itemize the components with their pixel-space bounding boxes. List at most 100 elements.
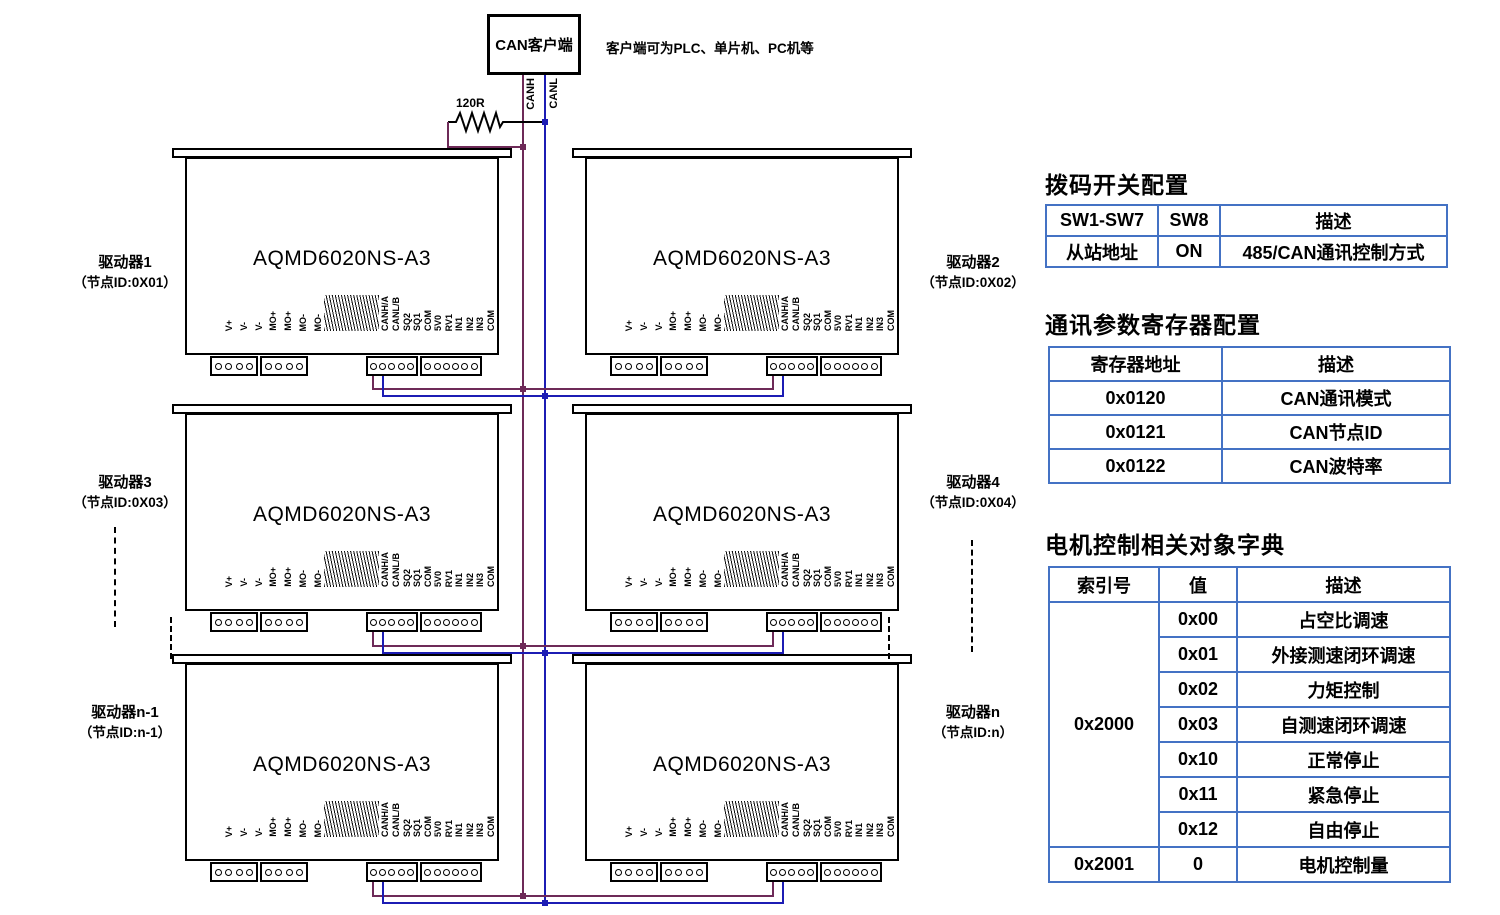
driver-model-label: AQMD6020NS-A3 bbox=[252, 247, 432, 270]
terminal-dot bbox=[452, 362, 460, 370]
driver-label-5: 驱动器n-1 （节点ID:n-1） bbox=[50, 703, 200, 742]
pin-label: V- bbox=[238, 578, 249, 587]
terminal-dot bbox=[215, 868, 223, 876]
terminal-block bbox=[610, 612, 658, 632]
terminal-dot bbox=[285, 618, 293, 626]
pin-label: V- bbox=[638, 828, 649, 837]
pin-label: IN3 bbox=[475, 822, 486, 837]
pin-label: SQ2 bbox=[401, 818, 412, 837]
terminal-dot bbox=[870, 618, 878, 626]
pin-label: CANH/A bbox=[380, 802, 390, 837]
terminal-dot bbox=[295, 868, 303, 876]
table-cell: 力矩控制 bbox=[1236, 671, 1451, 708]
terminal-dot bbox=[285, 362, 293, 370]
pin-label: COM bbox=[485, 310, 496, 331]
terminal-dot bbox=[265, 868, 273, 876]
terminal-dot bbox=[833, 868, 841, 876]
terminal-dot bbox=[388, 362, 396, 370]
pin-label: CANH/A bbox=[380, 296, 390, 331]
table-header-row: 索引号 值 描述 bbox=[1048, 566, 1451, 603]
junction-dot bbox=[520, 144, 526, 150]
driver-node-id: （节点ID:n） bbox=[932, 725, 1014, 740]
pin-label: MO- bbox=[712, 569, 723, 588]
continuation-dash bbox=[971, 540, 973, 652]
terminal-dot bbox=[295, 362, 303, 370]
terminal-dot bbox=[770, 868, 778, 876]
power-pin-labels: V+V-V-MO+MO+MO-MO- bbox=[624, 817, 723, 838]
terminal-dot bbox=[806, 868, 814, 876]
terminal-block bbox=[366, 862, 418, 882]
table-cell: 0x00 bbox=[1158, 601, 1238, 638]
pin-label: COM bbox=[423, 816, 433, 837]
pin-label: IN2 bbox=[864, 822, 875, 837]
terminal-block bbox=[366, 356, 418, 376]
terminal-dot bbox=[275, 362, 283, 370]
table-cell: 0x0120 bbox=[1048, 380, 1223, 416]
power-pin-labels: V+V-V-MO+MO+MO-MO- bbox=[624, 567, 723, 588]
terminal-dot bbox=[235, 618, 243, 626]
terminal-dot bbox=[797, 618, 805, 626]
pin-label: 5V0 bbox=[433, 314, 443, 331]
pin-label: IN1 bbox=[854, 316, 865, 331]
terminal-dot bbox=[245, 618, 253, 626]
can-client-box: CAN客户端 bbox=[487, 14, 581, 75]
table-cell-index: 0x2000 bbox=[1048, 601, 1160, 848]
pin-label: V- bbox=[253, 322, 264, 331]
terminal-dot bbox=[685, 618, 693, 626]
object-dictionary-table: 索引号 值 描述 0x2000 0x00 占空比调速 0x01 外接测速闭环调速… bbox=[1048, 566, 1451, 883]
table-cell: 从站地址 bbox=[1045, 235, 1159, 268]
terminal-dot bbox=[225, 868, 233, 876]
pin-label: SQ1 bbox=[812, 818, 823, 837]
terminal-dot bbox=[842, 618, 850, 626]
terminal-dot bbox=[275, 618, 283, 626]
terminal-dot bbox=[675, 868, 683, 876]
terminal-dot bbox=[424, 362, 432, 370]
terminal-dot bbox=[861, 868, 869, 876]
table-header: 索引号 bbox=[1048, 566, 1160, 603]
terminal-block bbox=[766, 612, 818, 632]
pin-label: COM bbox=[823, 310, 833, 331]
pin-label: MO+ bbox=[683, 311, 694, 331]
driver-label-2: 驱动器2 （节点ID:0X02） bbox=[898, 253, 1048, 292]
terminal-dot bbox=[225, 362, 233, 370]
junction-dot bbox=[542, 119, 548, 125]
pin-label: COM bbox=[885, 310, 896, 331]
pin-label: CANL/B bbox=[790, 297, 801, 331]
pin-label: 5V0 bbox=[833, 570, 843, 587]
power-pin-labels: V+V-V-MO+MO+MO-MO- bbox=[224, 817, 323, 837]
table-cell-index: 0x2001 bbox=[1048, 846, 1160, 883]
terminal-dot bbox=[645, 618, 653, 626]
terminal-block bbox=[766, 862, 818, 882]
terminal-dot bbox=[433, 618, 441, 626]
canl-branch-row3 bbox=[382, 882, 784, 904]
canh-bus-label: CANH bbox=[525, 78, 537, 110]
pin-label: COM bbox=[823, 566, 833, 587]
pin-label: V+ bbox=[224, 575, 234, 587]
table-header: 描述 bbox=[1221, 346, 1451, 382]
terminal-dot bbox=[788, 618, 796, 626]
terminal-dot bbox=[861, 618, 869, 626]
canh-branch-row3 bbox=[372, 882, 774, 897]
terminal-dot bbox=[470, 362, 478, 370]
driver-node-id: （节点ID:0X02） bbox=[921, 275, 1025, 290]
power-pin-labels: V+V-V-MO+MO+MO-MO- bbox=[624, 311, 723, 331]
pin-label: MO- bbox=[698, 819, 709, 838]
pin-label: V+ bbox=[624, 319, 634, 331]
terminal-block bbox=[420, 356, 482, 376]
terminal-dot bbox=[442, 618, 450, 626]
pin-label: IN2 bbox=[464, 822, 475, 837]
pin-label: MO+ bbox=[683, 567, 694, 587]
terminal-dot bbox=[842, 362, 850, 370]
terminal-dot bbox=[770, 362, 778, 370]
terminal-dot bbox=[379, 868, 387, 876]
table-row: 0x0121 CAN节点ID bbox=[1048, 414, 1451, 450]
pin-label: SQ2 bbox=[401, 568, 412, 587]
terminal-dot bbox=[788, 868, 796, 876]
termination-resistor-icon bbox=[448, 109, 545, 135]
terminal-dot bbox=[695, 618, 703, 626]
canh-branch-row1 bbox=[372, 376, 774, 390]
